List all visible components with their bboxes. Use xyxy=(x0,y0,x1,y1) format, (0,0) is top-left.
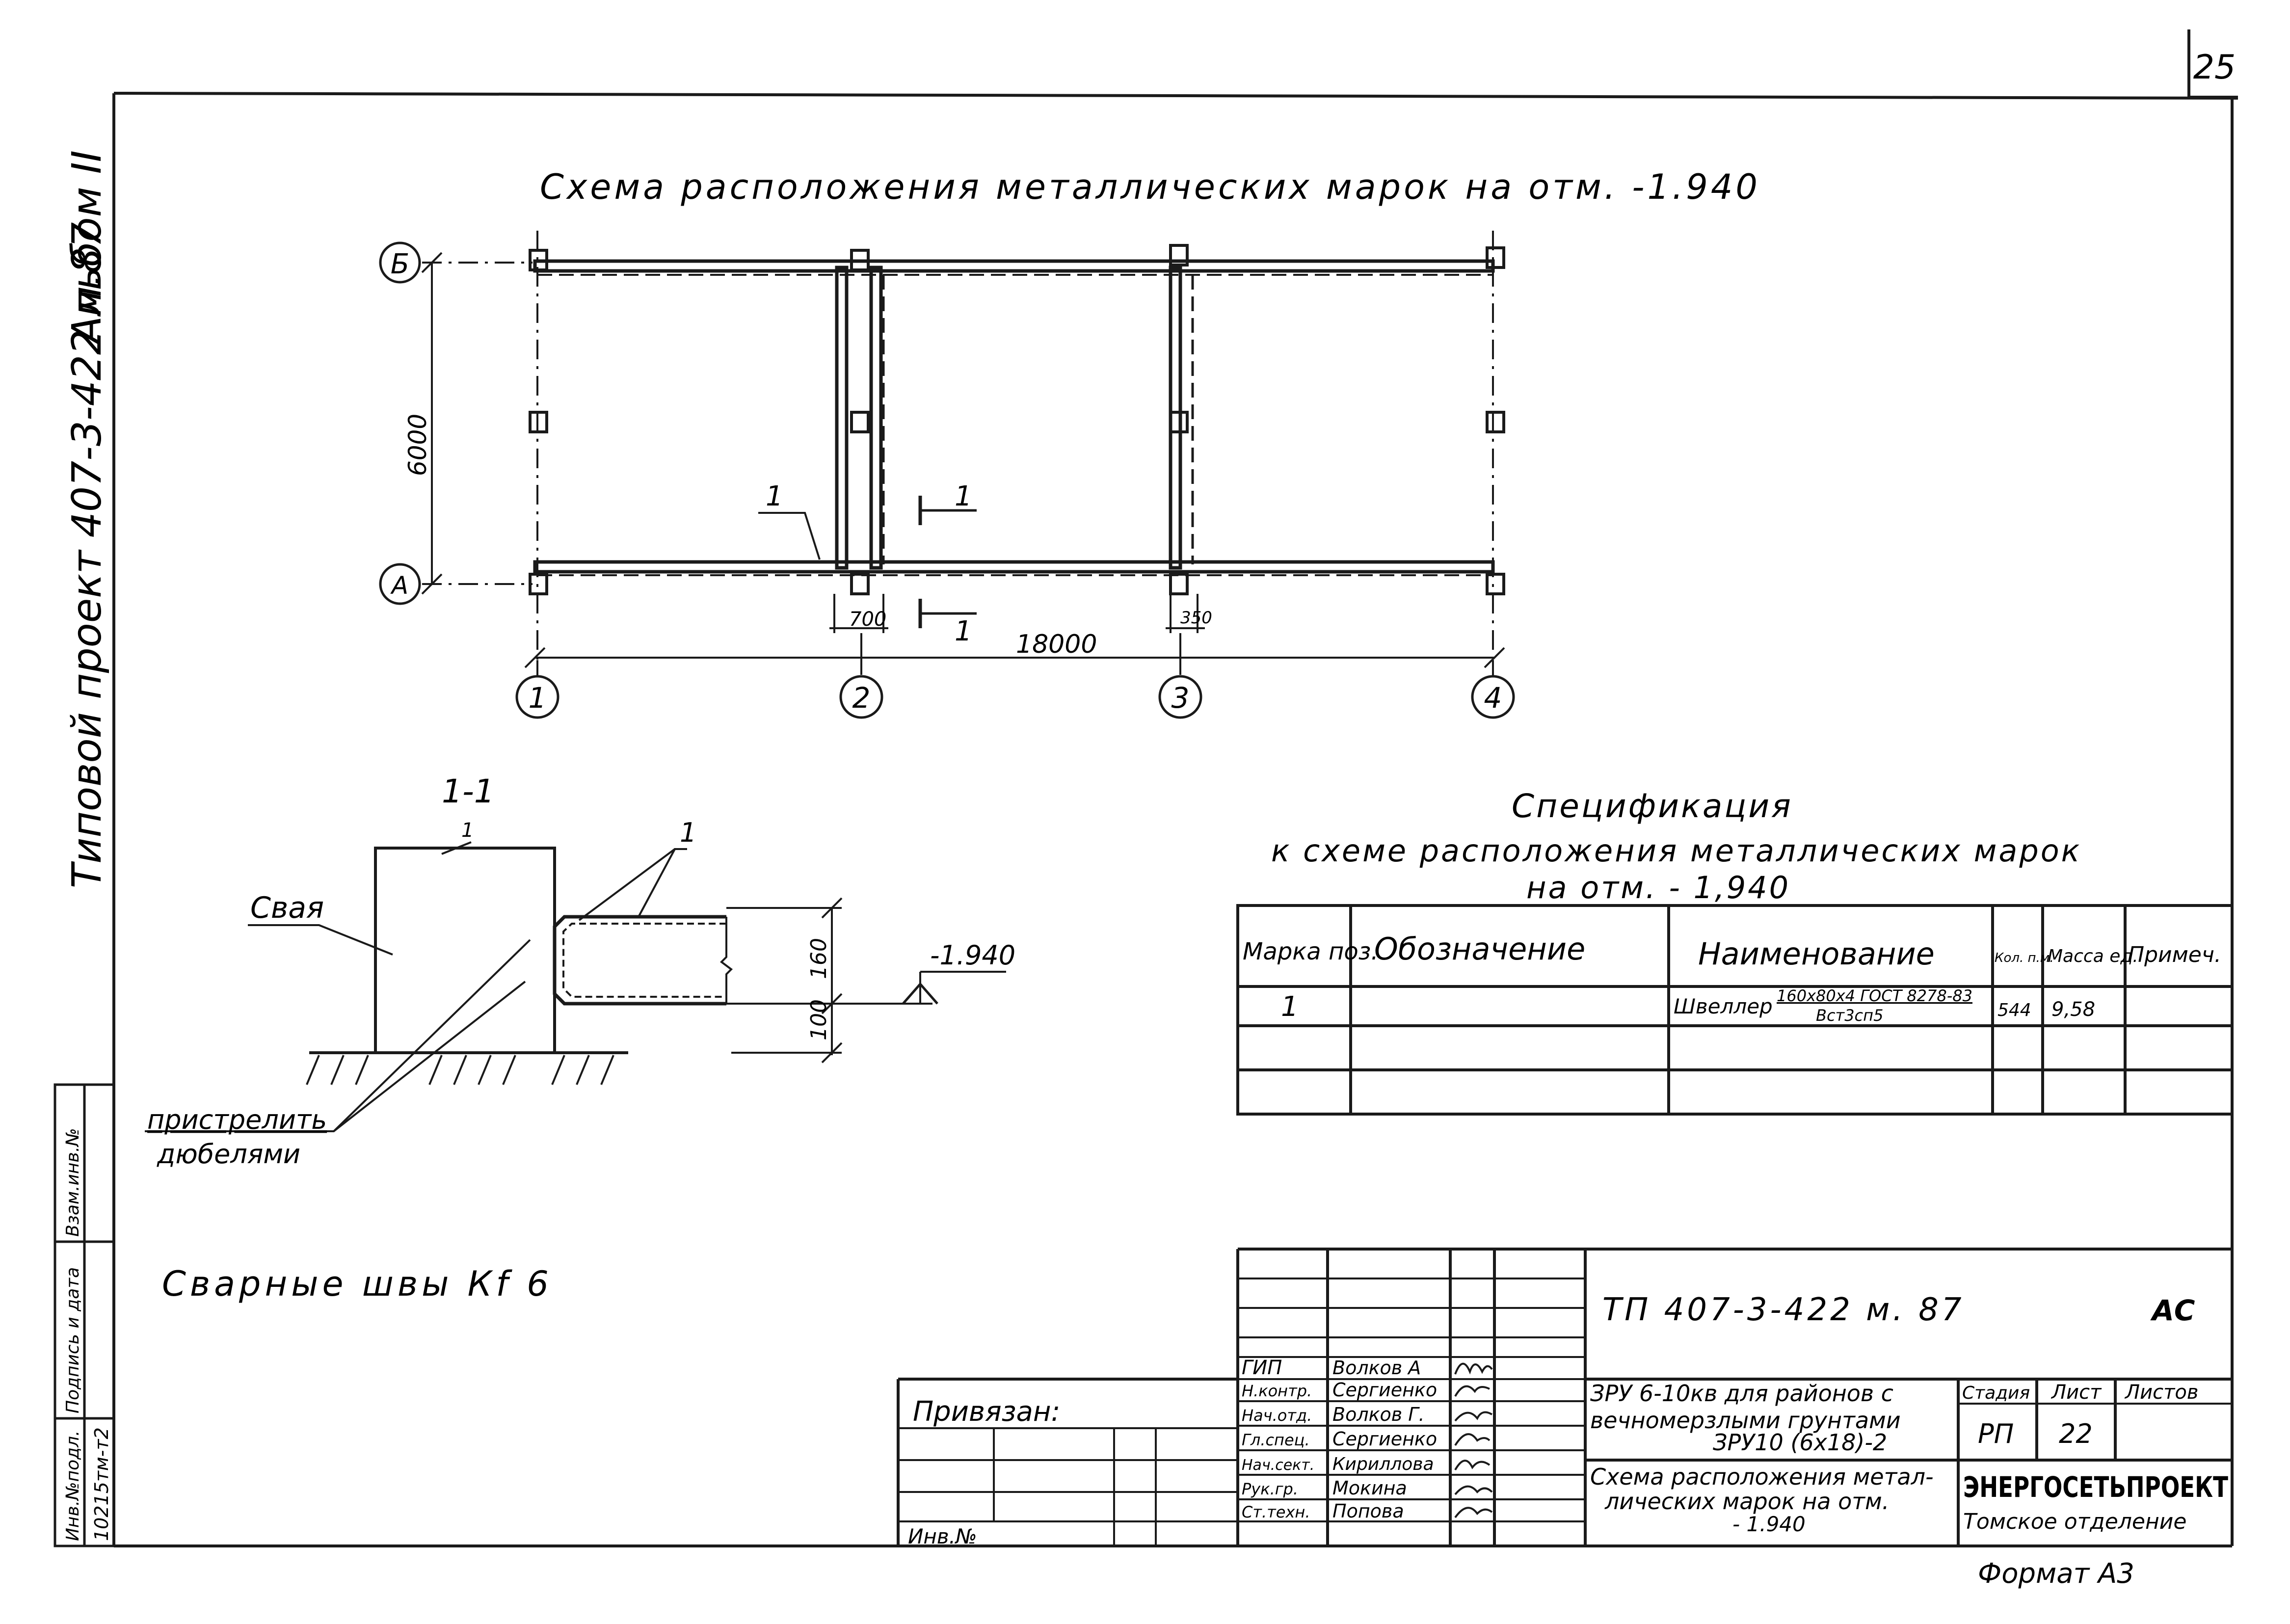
role-ruk-gr: Рук.гр. xyxy=(1242,1480,1298,1498)
section-drawing xyxy=(145,841,1006,1132)
org-branch: Томское отделение xyxy=(1963,1509,2186,1534)
role-n-kontr: Н.контр. xyxy=(1242,1382,1312,1400)
row-axis-b: Б xyxy=(391,248,409,280)
name-mokina: Мокина xyxy=(1332,1477,1407,1499)
role-gl-spec: Гл.спец. xyxy=(1242,1431,1310,1449)
sheet-header: Лист xyxy=(2050,1381,2102,1404)
pile-label: Свая xyxy=(250,891,324,925)
bound-label: Привязан: xyxy=(913,1396,1060,1428)
stamp-label-signature: Подпись и дата xyxy=(63,1267,83,1413)
section-channel-mark: 1 xyxy=(680,817,696,848)
sheet-title-line3: - 1.940 xyxy=(1732,1512,1806,1536)
name-kirillova: Кириллова xyxy=(1332,1454,1434,1474)
stamp-label-inv-orig: Инв.№подл. xyxy=(63,1431,83,1541)
name-sergienko-2: Сергиенко xyxy=(1332,1428,1437,1450)
object-line3: ЗРУ10 (6х18)-2 xyxy=(1713,1429,1887,1456)
sheet-title-line1: Схема расположения метал- xyxy=(1590,1464,1934,1490)
name-volkov-a: Волков А xyxy=(1332,1357,1421,1379)
inventory-number: 10215тм-т2 xyxy=(91,1427,112,1541)
column-axis-3: 3 xyxy=(1172,681,1190,715)
inv-label: Инв.№ xyxy=(908,1524,977,1548)
weld-note: Сварные швы Кf 6 xyxy=(162,1264,553,1304)
dim-350: 350 xyxy=(1180,608,1212,628)
name-volkov-g: Волков Г. xyxy=(1332,1404,1425,1425)
sheets-header: Листов xyxy=(2124,1381,2198,1404)
column-axis-1: 1 xyxy=(529,681,547,715)
stage-value: РП xyxy=(1978,1418,2014,1449)
role-st-tekhn: Ст.техн. xyxy=(1242,1503,1310,1521)
spec-header-designation: Обозначение xyxy=(1374,931,1585,967)
role-nach-sekt: Нач.сект. xyxy=(1242,1457,1314,1474)
sheet-value: 22 xyxy=(2059,1418,2093,1449)
section-title: 1-1 xyxy=(442,772,495,810)
spec-row1-name-top: 160х80х4 ГОСТ 8278-83 xyxy=(1777,986,1972,1005)
spec-row1-name-prefix: Швеллер xyxy=(1674,994,1773,1018)
dowel-note-line2: дюбелями xyxy=(157,1139,300,1170)
title-block-grid xyxy=(897,1248,2232,1546)
dowel-note-line1: пристрелить xyxy=(147,1104,327,1135)
dim-100: 100 xyxy=(806,999,831,1040)
side-project-label: Типовой проект 407-3-422 м.87 xyxy=(64,222,110,888)
side-album-label: Альбом II xyxy=(64,150,110,346)
sheet-corner-number: 25 xyxy=(2193,48,2236,87)
section-mark-top: 1 xyxy=(955,480,972,512)
left-stamp-strip xyxy=(53,1083,115,1547)
spec-header-mass: Масса ед. xyxy=(2048,946,2138,966)
signatures xyxy=(1454,1362,1493,1518)
spec-row1-mass: 9,58 xyxy=(2051,998,2095,1021)
row-axis-bubbles xyxy=(379,241,421,605)
spec-subtitle: к схеме расположения металлических марок xyxy=(1271,833,2081,869)
column-axis-2: 2 xyxy=(852,681,871,715)
spec-header-qty: Кол. п.м. xyxy=(1995,951,2054,965)
object-line1: ЗРУ 6-10кв для районов с xyxy=(1590,1380,1893,1407)
dim-700: 700 xyxy=(849,608,886,631)
spec-header-mark: Марка поз. xyxy=(1243,938,1379,965)
spec-row1-qty: 544 xyxy=(1997,1000,2031,1020)
pile-top-mark: 1 xyxy=(461,819,474,842)
section-mark-bottom: 1 xyxy=(955,615,972,647)
plan-title: Схема расположения металлических марок н… xyxy=(540,167,1760,207)
spec-row1-mark: 1 xyxy=(1281,991,1299,1023)
spec-table-grid xyxy=(1236,904,2234,1116)
sheet-title-line2: лических марок на отм. xyxy=(1604,1488,1889,1515)
role-nach-otd: Нач.отд. xyxy=(1242,1406,1312,1425)
spec-header-note: Примеч. xyxy=(2128,942,2221,967)
dim-6000: 6000 xyxy=(403,414,432,476)
name-popova: Попова xyxy=(1332,1500,1404,1522)
column-axis-bubbles xyxy=(515,675,1515,719)
plan-position-mark: 1 xyxy=(766,480,783,512)
spec-row1-name-bottom: Вст3сп5 xyxy=(1816,1006,1883,1025)
spec-subtitle-level: на отм. - 1,940 xyxy=(1526,870,1790,905)
org-name: ЭНЕРГОСЕТЬПРОЕКТ xyxy=(1963,1470,2228,1504)
format-label: Формат А3 xyxy=(1978,1558,2134,1590)
object-line2: вечномерзлыми грунтами xyxy=(1590,1407,1901,1434)
spec-header-name: Наименование xyxy=(1698,936,1935,972)
dim-160: 160 xyxy=(806,938,831,979)
plan-drawing xyxy=(421,231,1505,677)
name-sergienko-1: Сергиенко xyxy=(1332,1379,1437,1401)
dim-18000: 18000 xyxy=(1016,630,1097,659)
title-section-code: АС xyxy=(2150,1294,2195,1327)
column-axis-4: 4 xyxy=(1484,681,1502,715)
section-level-label: -1.940 xyxy=(930,940,1015,971)
stamp-label-replace-inv: Взам.инв.№ xyxy=(63,1128,83,1237)
sheet-frame xyxy=(112,29,2238,1547)
row-axis-a: А xyxy=(390,571,408,600)
title-code: ТП 407-3-422 м. 87 xyxy=(1602,1292,1965,1328)
spec-title: Спецификация xyxy=(1512,787,1793,825)
role-gip: ГИП xyxy=(1242,1357,1282,1379)
stage-header: Стадия xyxy=(1962,1383,2030,1403)
